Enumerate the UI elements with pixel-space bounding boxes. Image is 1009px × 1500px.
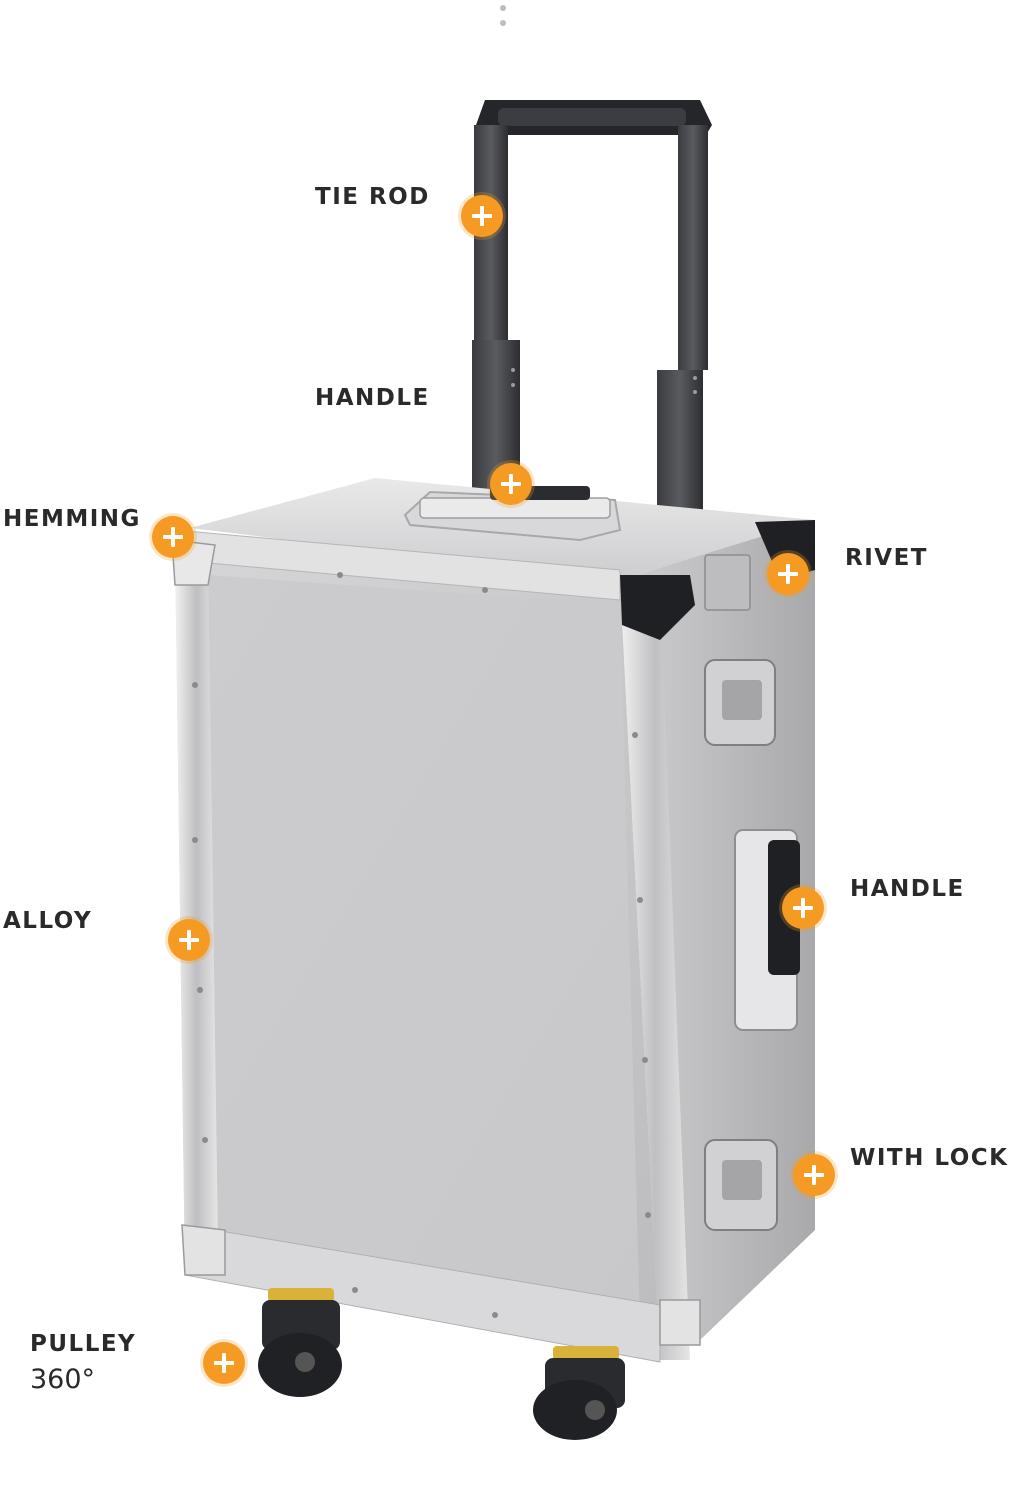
- menu-dot-icon: [500, 20, 506, 26]
- label-pulley: PULLEY: [30, 1331, 137, 1357]
- hotspot-with-lock-plus-icon[interactable]: [793, 1154, 835, 1196]
- hotspot-alloy-plus-icon[interactable]: [168, 919, 210, 961]
- label-with-lock: WITH LOCK: [850, 1145, 1009, 1171]
- label-alloy: ALLOY: [3, 908, 93, 934]
- hotspot-handle-side-plus-icon[interactable]: [782, 887, 824, 929]
- hotspot-pulley-plus-icon[interactable]: [203, 1342, 245, 1384]
- label-rivet: RIVET: [845, 545, 928, 571]
- menu-dot-icon: [500, 5, 506, 11]
- wheels-graphic: [258, 1288, 625, 1440]
- label-hemming: HEMMING: [3, 506, 141, 532]
- hotspot-tie-rod-plus-icon[interactable]: [461, 195, 503, 237]
- hotspot-hemming-plus-icon[interactable]: [152, 516, 194, 558]
- tie-rod-graphic: [472, 100, 712, 510]
- hotspot-handle-top-plus-icon[interactable]: [490, 463, 532, 505]
- label-handle-side: HANDLE: [850, 876, 965, 902]
- label-tie-rod: TIE ROD: [315, 184, 430, 210]
- hotspot-rivet-plus-icon[interactable]: [767, 553, 809, 595]
- label-handle-top: HANDLE: [315, 385, 430, 411]
- label-pulley-rotation: 360°: [30, 1364, 96, 1395]
